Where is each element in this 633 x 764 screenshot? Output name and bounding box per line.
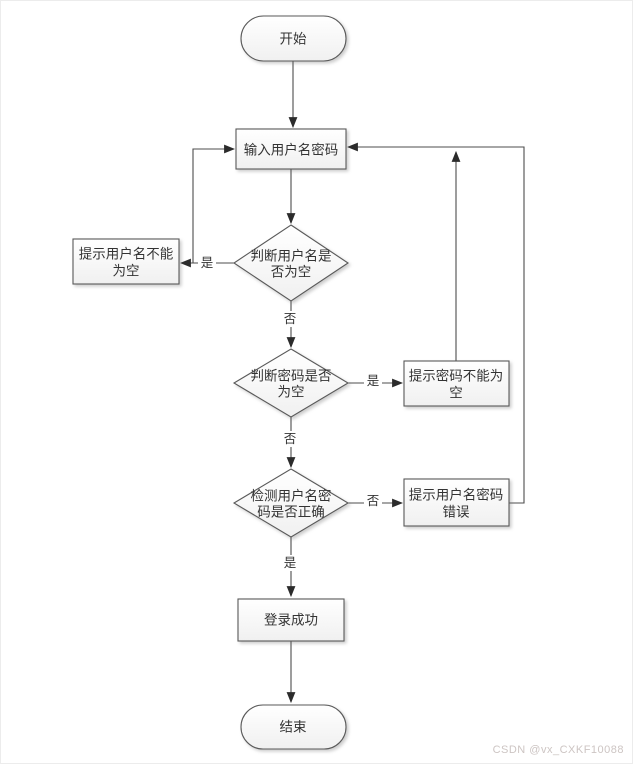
- label-bg: [198, 255, 216, 271]
- prompt-password-empty-line2: 空: [449, 386, 463, 401]
- check-password-empty-node: [232, 348, 350, 418]
- edge-label-password-yes: 是: [367, 374, 380, 388]
- edge-prompt-error-return: [346, 142, 525, 504]
- check-password-empty-line1: 判断密码是否: [251, 368, 332, 384]
- start-node-label: 开始: [280, 32, 307, 47]
- check-username-empty-node: [233, 224, 349, 302]
- prompt-credentials-error-line1: 提示用户名密码: [409, 487, 504, 503]
- input-credentials-node: [235, 128, 347, 170]
- input-credentials-label: 输入用户名密码: [244, 142, 339, 158]
- check-username-empty-line2: 否为空: [271, 265, 312, 280]
- csdn-watermark: CSDN @vx_CXKF10088: [492, 744, 624, 756]
- prompt-username-empty-line1: 提示用户名不能: [79, 246, 174, 262]
- label-bg: [364, 373, 382, 389]
- check-credentials-correct-line1: 检测用户名密: [251, 488, 332, 504]
- prompt-username-empty-line2: 为空: [113, 264, 140, 279]
- edge-label-username-yes: 是: [201, 256, 214, 270]
- check-credentials-correct-line2: 码是否正确: [257, 505, 325, 520]
- login-success-node: [237, 598, 345, 642]
- label-bg: [364, 493, 382, 509]
- prompt-username-empty-node: [72, 238, 180, 285]
- label-bg: [281, 431, 299, 447]
- login-success-label: 登录成功: [264, 613, 318, 628]
- prompt-credentials-error-line2: 错误: [443, 505, 470, 520]
- edge-label-password-no: 否: [284, 432, 297, 446]
- prompt-password-empty-node: [403, 360, 510, 407]
- check-username-empty-line1: 判断用户名是: [251, 248, 332, 264]
- end-node: [240, 704, 347, 750]
- start-node: [240, 15, 347, 62]
- edge-label-correct-no: 否: [367, 494, 380, 508]
- label-bg: [281, 555, 299, 571]
- edge-label-username-no: 否: [284, 312, 297, 326]
- end-node-label: 结束: [280, 720, 307, 735]
- check-password-empty-line2: 为空: [278, 385, 305, 400]
- prompt-credentials-error-node: [403, 478, 510, 527]
- edge-label-correct-yes: 是: [284, 556, 297, 570]
- label-bg: [281, 311, 299, 327]
- prompt-password-empty-line1: 提示密码不能为: [409, 368, 504, 384]
- edge-prompt-username-return: [192, 144, 236, 263]
- check-credentials-correct-node: [232, 468, 350, 538]
